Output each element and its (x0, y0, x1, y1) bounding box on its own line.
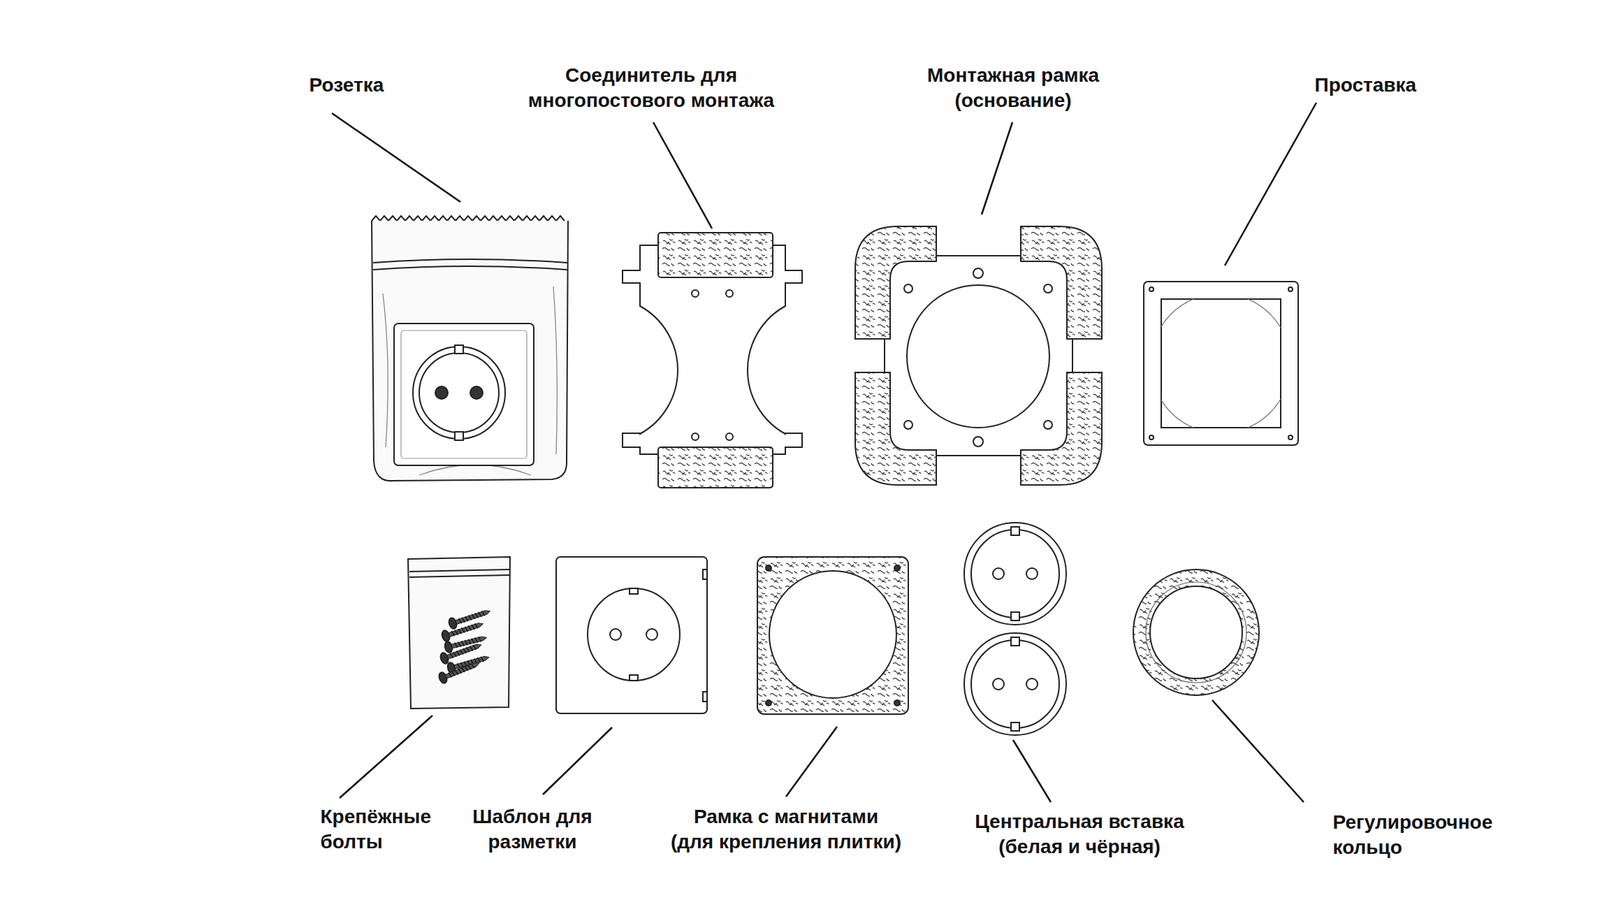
socket-in-bag-part (435, 386, 448, 399)
mounting-frame-part (904, 420, 913, 429)
center-inserts-part (971, 640, 1060, 729)
mounting-frame-part (904, 284, 913, 293)
center-inserts-part (1011, 637, 1020, 646)
adjusting-ring-part (1133, 569, 1260, 696)
center-inserts-part (1011, 526, 1020, 536)
mounting-frame-part (1043, 284, 1053, 293)
center-inserts-part (992, 678, 1005, 690)
center-inserts (964, 522, 1067, 736)
leader-lines-part (1212, 700, 1304, 803)
marking-template-part (609, 628, 622, 640)
part-label: Шаблон для разметки (471, 804, 594, 855)
center-inserts-part (964, 633, 1067, 736)
adjusting-ring-part (1150, 586, 1243, 679)
marking-template-part (646, 628, 658, 640)
mounting-frame-part (906, 285, 1050, 428)
mounting-frame-part (973, 436, 984, 447)
leader-lines-part (339, 715, 433, 798)
multi-gang-connector-part (725, 433, 733, 441)
bolts-bag (408, 556, 511, 709)
part-label: Розетка (309, 72, 326, 98)
center-inserts-part (971, 529, 1060, 618)
center-inserts-part (992, 568, 1005, 580)
multi-gang-connector-part (658, 232, 773, 278)
marking-template-part (556, 556, 708, 714)
leader-lines (331, 102, 1317, 803)
spacer-part (1149, 287, 1154, 292)
center-inserts-part (1011, 612, 1020, 621)
spacer (1143, 281, 1299, 446)
marking-template-part (629, 588, 638, 594)
leader-lines-part (331, 113, 461, 202)
center-inserts-part (1026, 678, 1038, 690)
mounting-frame (855, 226, 1102, 485)
spacer-part (1143, 281, 1299, 446)
socket-in-bag-part (371, 220, 569, 481)
mounting-frame-part (855, 372, 937, 485)
magnet-frame-part (757, 556, 909, 715)
part-label: Рамка с магнитами (для крепления плитки) (670, 804, 903, 855)
multi-gang-connector-part (725, 289, 733, 297)
socket-in-bag (371, 215, 569, 481)
bolts-bag-part (408, 556, 511, 709)
leader-lines-part (653, 122, 712, 229)
adjusting-ring-part (1145, 582, 1247, 683)
leader-lines-part (1013, 739, 1051, 803)
multi-gang-connector-part (691, 289, 699, 297)
mounting-frame-part (1043, 420, 1053, 429)
socket-in-bag-part (470, 386, 483, 399)
part-label: Монтажная рамка (основание) (925, 62, 1101, 114)
multi-gang-connector-part (658, 447, 773, 488)
magnet-frame-part (894, 565, 900, 571)
part-label: Соединитель для многопостового монтажа (526, 62, 776, 114)
spacer-part (1149, 435, 1154, 440)
spacer-part (1161, 299, 1281, 428)
bolts-bag-part (409, 569, 510, 578)
part-label: Проставка (1314, 72, 1332, 98)
bolts-bag-part (446, 651, 491, 675)
magnet-frame-part (765, 700, 772, 706)
marking-template (556, 556, 708, 714)
spacer-part (1288, 435, 1293, 440)
bolts-bag-part (437, 658, 482, 685)
magnet-frame (757, 556, 909, 715)
socket-in-bag-part (371, 215, 565, 221)
part-label: Крепёжные болты (320, 804, 337, 855)
socket-in-bag-part (454, 431, 464, 441)
adjusting-ring (1133, 569, 1260, 696)
mounting-frame-part (973, 268, 984, 279)
marking-template-part (629, 674, 638, 681)
mounting-frame-part (1020, 226, 1102, 339)
magnet-frame-part (769, 570, 897, 698)
center-inserts-part (1026, 568, 1038, 580)
socket-in-bag-part (382, 286, 557, 476)
spacer-part (1288, 287, 1293, 292)
leader-lines-part (1224, 102, 1317, 266)
socket-in-bag-part (394, 323, 534, 466)
multi-gang-connector-part (691, 433, 699, 441)
socket-in-bag-part (412, 346, 506, 439)
socket-in-bag-part (419, 352, 499, 433)
multi-gang-connector (622, 232, 803, 488)
center-inserts-part (964, 522, 1067, 625)
magnet-frame-part (894, 700, 900, 706)
mounting-frame-part (855, 226, 937, 339)
leader-lines-part (786, 726, 838, 797)
marking-template-part (702, 569, 708, 702)
magnet-frame-part (765, 565, 772, 571)
leader-lines-part (542, 727, 613, 795)
spacer-part (1161, 299, 1281, 428)
mounting-frame-part (1020, 372, 1102, 485)
socket-in-bag-part (401, 330, 527, 459)
socket-in-bag-part (373, 259, 568, 270)
part-label: Регулировочное кольцо (1333, 809, 1350, 861)
socket-in-bag-part (454, 345, 464, 354)
center-inserts-part (1011, 722, 1020, 731)
leader-lines-part (981, 122, 1013, 215)
part-label: Центральная вставка (белая и чёрная) (973, 809, 1186, 860)
marking-template-part (587, 588, 680, 681)
mounting-frame-part (884, 255, 1073, 456)
